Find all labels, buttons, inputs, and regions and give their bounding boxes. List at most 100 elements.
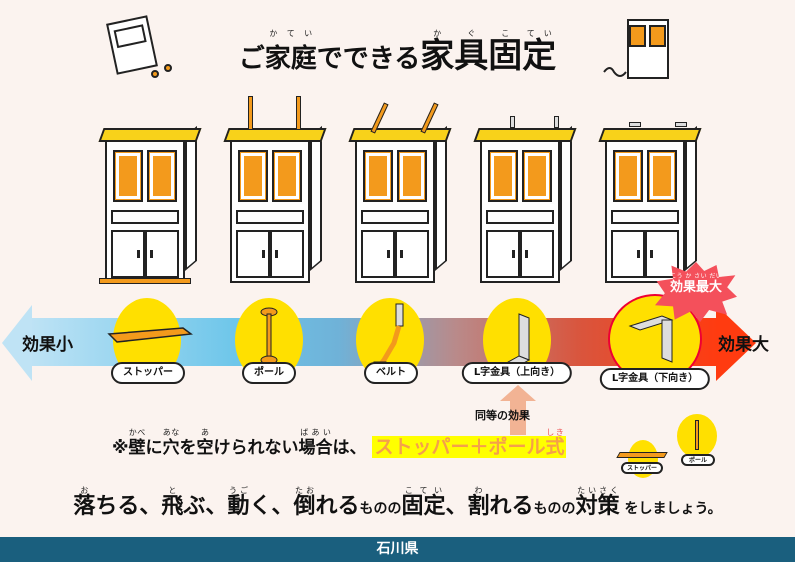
cabinet-stopper bbox=[98, 125, 202, 284]
cabinet-l-bracket-down bbox=[598, 122, 702, 283]
mini-stopper-icon bbox=[616, 452, 668, 458]
lower-door bbox=[111, 230, 145, 278]
method-label-belt: ベルト bbox=[364, 362, 418, 384]
cabinet-belt bbox=[348, 102, 452, 283]
footer-publisher: 石川県 bbox=[0, 537, 795, 562]
furigana: うご bbox=[227, 486, 250, 495]
highlight-text: ストッパー＋ポール bbox=[374, 436, 546, 458]
cabinet-pole bbox=[223, 96, 327, 283]
title-char: 固 bbox=[488, 36, 523, 76]
drawer bbox=[236, 210, 304, 224]
up-arrow-icon bbox=[500, 385, 536, 435]
stopper-mat bbox=[99, 278, 191, 284]
cabinet-side bbox=[310, 125, 322, 271]
lower-door bbox=[611, 230, 645, 278]
msg-text: 落 bbox=[73, 494, 96, 519]
title-ruby: 家庭かてい bbox=[264, 29, 317, 74]
lower-door bbox=[361, 230, 395, 278]
note-text: を bbox=[179, 438, 197, 458]
cabinet-body bbox=[355, 140, 435, 283]
note-text: 場合 bbox=[298, 438, 333, 458]
glass-door bbox=[488, 150, 518, 202]
highlight-text: 式 bbox=[545, 436, 565, 458]
drawer bbox=[611, 210, 679, 224]
cabinet-top bbox=[348, 128, 452, 142]
furigana: かべ bbox=[128, 428, 146, 437]
note-text: に bbox=[145, 438, 163, 458]
glass-door bbox=[397, 150, 427, 202]
furigana: わ bbox=[467, 486, 490, 495]
cabinet-body bbox=[105, 140, 185, 283]
no-hole-note: ※壁かべに穴あなを空あけられない場合ばあいは、 ストッパー＋ポール式しき bbox=[112, 428, 567, 459]
msg-text: 、 bbox=[445, 494, 468, 519]
furigana: こう か さい だい bbox=[669, 273, 722, 280]
glass-door bbox=[238, 150, 268, 202]
msg-text: 動 bbox=[227, 494, 250, 519]
badge-text: 効果最大 bbox=[669, 280, 722, 295]
pole bbox=[248, 96, 253, 130]
msg-text: をしましょう。 bbox=[619, 501, 722, 517]
msg-text: れる bbox=[489, 494, 534, 519]
glass-door bbox=[647, 150, 677, 202]
mini-stopper-label: ストッパー bbox=[620, 462, 664, 474]
msg-text: ものの bbox=[533, 501, 576, 517]
l-bracket-down-icon bbox=[628, 315, 674, 363]
lower-door bbox=[486, 230, 520, 278]
lower-door bbox=[145, 230, 179, 278]
note-text: けられない bbox=[213, 438, 299, 458]
method-label-pole: ポール bbox=[242, 362, 296, 384]
cabinet-l-bracket-up bbox=[473, 116, 577, 283]
furigana: と bbox=[161, 486, 184, 495]
cabinet-body bbox=[480, 140, 560, 283]
msg-text: ものの bbox=[359, 501, 402, 517]
bracket bbox=[629, 122, 641, 127]
drawer bbox=[486, 210, 554, 224]
cabinet-body bbox=[230, 140, 310, 283]
note-text: 穴 bbox=[162, 438, 180, 458]
cabinet-side bbox=[560, 125, 572, 271]
equivalent-effect-label: 同等の効果 bbox=[475, 409, 530, 422]
cabinet-top bbox=[98, 128, 202, 142]
fallen-furniture-illustration bbox=[106, 15, 172, 78]
furigana: あな bbox=[162, 428, 180, 437]
drawer bbox=[111, 210, 179, 224]
arrow-left-head bbox=[2, 305, 32, 381]
cabinet-side bbox=[185, 125, 197, 271]
title-char: 家 bbox=[420, 36, 455, 76]
highlight-method: ストッパー＋ポール式しき bbox=[372, 428, 567, 458]
furigana: お bbox=[73, 486, 96, 495]
msg-text: 対策 bbox=[575, 494, 620, 519]
title-text: 家庭 bbox=[264, 44, 317, 74]
note-text: は、 bbox=[332, 438, 367, 458]
furigana: こてい bbox=[401, 486, 446, 495]
furigana: か bbox=[420, 29, 455, 38]
title-text: でできる bbox=[316, 44, 421, 74]
furigana: あ bbox=[196, 428, 214, 437]
title-text: ご bbox=[238, 44, 265, 74]
cabinet-side bbox=[435, 125, 447, 271]
mini-pole-label: ポール bbox=[680, 454, 716, 466]
glass-door bbox=[522, 150, 552, 202]
msg-text: 割 bbox=[467, 494, 490, 519]
cabinet-body bbox=[605, 140, 685, 283]
bracket bbox=[675, 122, 687, 127]
furigana: てい bbox=[522, 29, 557, 38]
pole bbox=[296, 96, 301, 130]
mini-pole-icon bbox=[695, 420, 699, 450]
bracket bbox=[554, 116, 559, 128]
furigana: たお bbox=[293, 486, 316, 495]
lower-door bbox=[645, 230, 679, 278]
title-main: 家か具ぐ固こ定てい bbox=[420, 29, 557, 76]
msg-text: 固定 bbox=[401, 494, 446, 519]
furigana: ばあい bbox=[298, 428, 333, 437]
tilted-cabinet-illustration bbox=[603, 19, 669, 79]
msg-text: れる bbox=[315, 494, 360, 519]
furigana: ぐ bbox=[454, 29, 489, 38]
method-label-stopper: ストッパー bbox=[111, 362, 185, 384]
method-label-l-bracket-up: L字金具（上向き） bbox=[461, 362, 573, 384]
note-text: 空 bbox=[196, 438, 214, 458]
furigana: たいさく bbox=[575, 486, 620, 495]
title-char: 定 bbox=[522, 36, 557, 76]
bracket bbox=[510, 116, 515, 128]
msg-text: く、 bbox=[249, 494, 294, 519]
